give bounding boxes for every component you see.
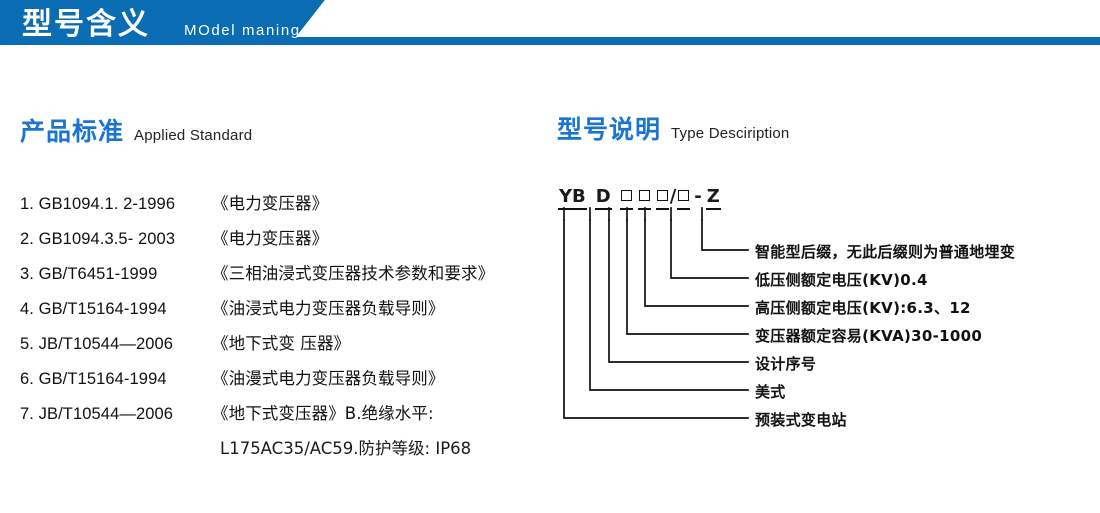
standard-title: 《地下式变压器》B.绝缘水平:: [212, 404, 434, 423]
leader-lines: [563, 207, 749, 419]
standard-title: 《地下式变 压器》: [212, 334, 351, 353]
standard-code: 4. GB/T15164-1994: [20, 300, 167, 318]
callout-label-smart-suffix: 智能型后缀，无此后缀则为普通地埋变: [755, 243, 1016, 261]
page-banner: 型号含义 MOdel maning: [0, 0, 1100, 52]
type-designation-diagram: YB D /-Z 智能型后缀，无此后缀则: [548, 186, 1100, 446]
type-description-heading: 型号说明 Type Desciription: [557, 110, 789, 146]
banner-right-white: [332, 0, 1100, 37]
list-item: 3. GB/T6451-1999 《三相油浸式变压器技术参数和要求》: [20, 260, 560, 295]
square-box-icon: [678, 190, 690, 201]
code-segment-box-3: [655, 187, 669, 210]
standard-code: 2. GB1094.3.5- 2003: [20, 230, 176, 248]
code-segment-d: D: [594, 187, 612, 210]
heading-en-text: Type Desciription: [671, 125, 790, 142]
leader-yb: [563, 219, 749, 419]
list-item: 2. GB1094.3.5- 2003 《电力变压器》: [20, 225, 560, 260]
heading-cn-text: 产品标准: [20, 117, 125, 146]
standard-title: 《三相油浸式变压器技术参数和要求》: [212, 264, 495, 283]
leader-box-3: [644, 219, 749, 307]
standard-continuation-line: L175AC35/AC59.防护等级: IP68: [220, 439, 472, 458]
square-box-icon: [656, 190, 668, 201]
square-box-icon: [638, 190, 650, 201]
standard-code: 3. GB/T6451-1999: [20, 265, 158, 283]
callout-label-prefab-substation: 预装式变电站: [755, 411, 847, 429]
standard-code: 7. JB/T10544—2006: [20, 405, 174, 423]
code-segment-yb: YB: [558, 187, 587, 210]
leader-z: [701, 219, 749, 251]
leader-box-4: [670, 219, 749, 279]
standard-title: 《油漫式电力变压器负载导则》: [212, 369, 445, 388]
leader-box-1: [608, 219, 749, 363]
leader-d: [589, 219, 749, 391]
code-dash: -: [694, 186, 702, 207]
banner-fill: [0, 0, 1100, 45]
callout-label-hv-voltage: 高压侧额定电压(KV):6.3、12: [755, 299, 971, 317]
list-item: 5. JB/T10544—2006 《地下式变 压器》: [20, 330, 560, 365]
standard-code: 5. JB/T10544—2006: [20, 335, 174, 353]
list-item: 7. JB/T10544—2006 《地下式变压器》B.绝缘水平:: [20, 400, 560, 435]
heading-cn-text: 型号说明: [557, 115, 662, 144]
standard-title: 《油浸式电力变压器负载导则》: [212, 299, 445, 318]
callout-label-american-type: 美式: [755, 383, 786, 401]
leader-box-2: [626, 219, 749, 335]
banner-shape: [0, 0, 1100, 45]
banner-underline: [0, 37, 1100, 45]
heading-en-text: Applied Standard: [134, 127, 253, 144]
banner-diagonal-gap: [296, 0, 360, 37]
list-item: 6. GB/T15164-1994 《油漫式电力变压器负载导则》: [20, 365, 560, 400]
applied-standard-heading: 产品标准 Applied Standard: [20, 112, 252, 148]
code-segment-z: Z: [705, 187, 721, 210]
square-box-icon: [620, 190, 632, 201]
standard-code: 1. GB1094.1. 2-1996: [20, 195, 176, 213]
model-code-row: YB D /-Z: [558, 186, 721, 210]
banner-title-cn: 型号含义: [22, 7, 150, 42]
callout-label-rated-capacity: 变压器额定容易(KVA)30-1000: [755, 327, 983, 345]
code-slash: /: [669, 186, 677, 207]
callout-label-design-serial: 设计序号: [755, 355, 817, 373]
standard-title: 《电力变压器》: [212, 194, 329, 213]
standard-code: 6. GB/T15164-1994: [20, 370, 167, 388]
callout-label-lv-voltage: 低压侧额定电压(KV)0.4: [755, 271, 928, 289]
banner-title-en: MOdel maning: [184, 22, 301, 39]
code-segment-box-4: [677, 187, 691, 210]
list-item: 4. GB/T15164-1994 《油浸式电力变压器负载导则》: [20, 295, 560, 330]
list-item: 1. GB1094.1. 2-1996 《电力变压器》: [20, 190, 560, 225]
standards-list: 1. GB1094.1. 2-1996 《电力变压器》 2. GB1094.3.…: [20, 190, 560, 471]
standard-title: 《电力变压器》: [212, 229, 329, 248]
